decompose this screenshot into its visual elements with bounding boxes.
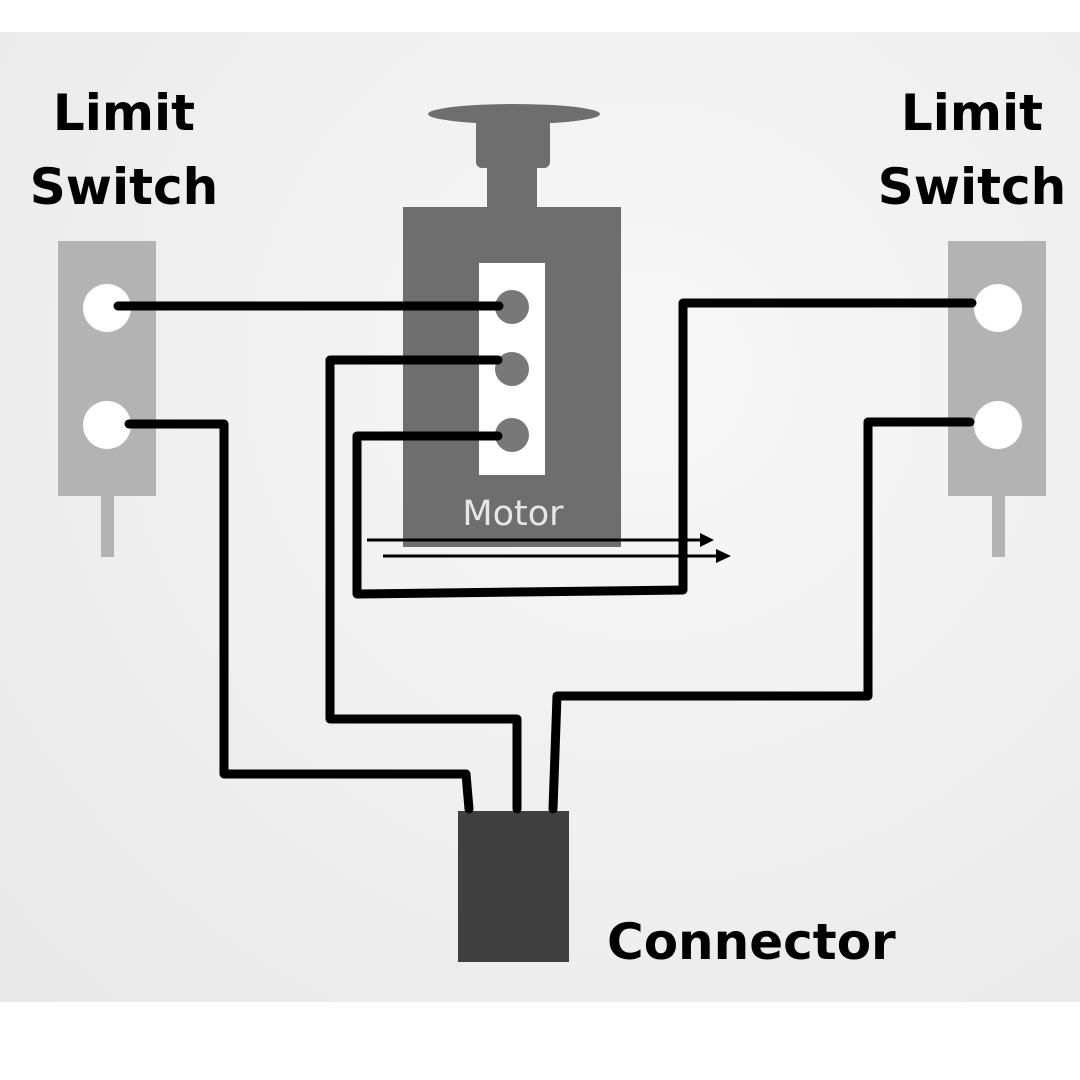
limit-switch-right-terminal-1 xyxy=(974,284,1022,332)
limit-switch-left-label: Limit Switch xyxy=(22,88,226,236)
direction-arrows xyxy=(367,533,731,563)
limit-switch-left xyxy=(58,241,156,557)
limit-switch-right-label-line2: Switch xyxy=(877,158,1067,216)
limit-switch-left-terminal-2 xyxy=(83,401,131,449)
limit-switch-right-terminal-2 xyxy=(974,401,1022,449)
motor-shaft xyxy=(487,160,537,210)
wires xyxy=(113,298,977,814)
motor-terminal-3 xyxy=(495,418,529,452)
wire-right-switch-bottom-to-connector xyxy=(548,417,975,814)
direction-arrow-upper-head xyxy=(700,533,714,547)
wire-left-switch-bottom-to-connector xyxy=(124,419,474,814)
motor-terminal-2 xyxy=(495,352,529,386)
direction-arrow-lower-head xyxy=(716,549,731,563)
wire-motor-bottom-to-right-switch xyxy=(352,298,977,599)
motor-assembly xyxy=(403,104,621,547)
limit-switch-left-pin xyxy=(101,496,114,557)
connector-label: Connector xyxy=(607,913,896,971)
limit-switch-right-label-line1: Limit xyxy=(900,84,1044,142)
limit-switch-right-pin xyxy=(992,496,1005,557)
motor-knob-cap xyxy=(428,104,600,124)
limit-switch-left-label-line2: Switch xyxy=(29,158,219,216)
motor-terminal-1 xyxy=(495,290,529,324)
limit-switch-right-label: Limit Switch xyxy=(870,88,1074,236)
limit-switch-right xyxy=(948,241,1046,557)
motor-knob-neck xyxy=(476,116,550,168)
wire-motor-mid-to-connector xyxy=(325,355,522,814)
limit-switch-left-terminal-1 xyxy=(83,284,131,332)
connector-body xyxy=(458,811,569,962)
limit-switch-right-body xyxy=(948,241,1046,496)
motor-label: Motor xyxy=(462,494,564,534)
limit-switch-left-body xyxy=(58,241,156,496)
limit-switch-left-label-line1: Limit xyxy=(52,84,196,142)
